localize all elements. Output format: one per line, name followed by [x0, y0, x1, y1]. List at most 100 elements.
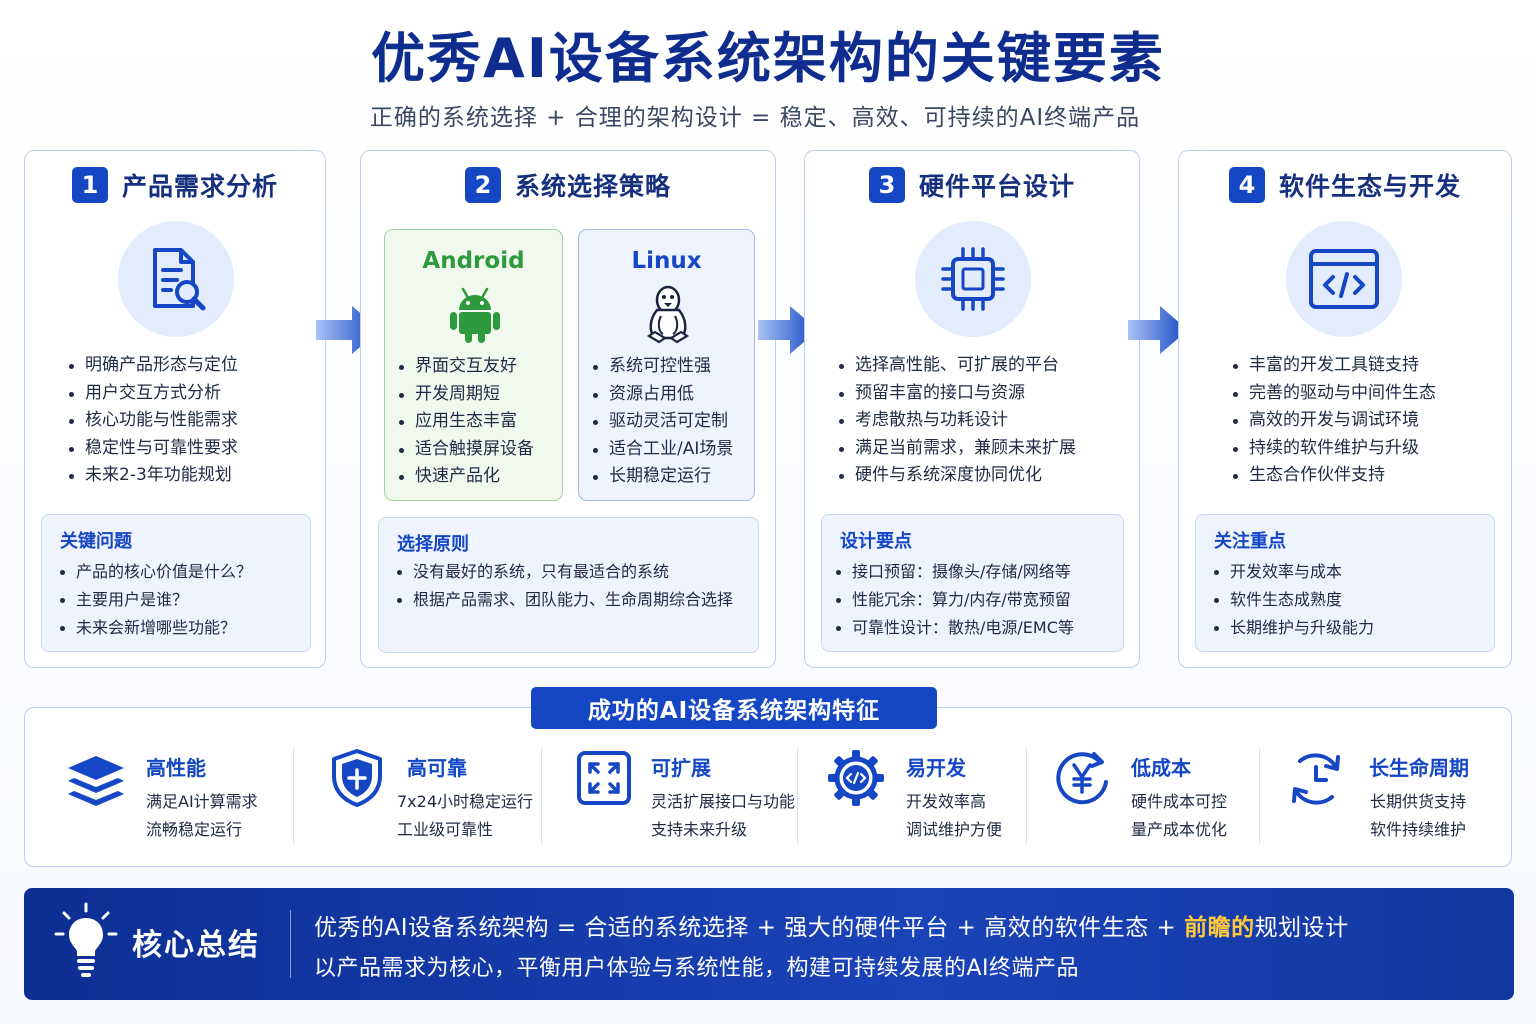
- focus-points-box: 关注重点 开发效率与成本 软件生态成熟度 长期维护与升级能力: [1195, 514, 1495, 652]
- list-item: 满足当前需求，兼顾未来扩展: [835, 435, 1076, 463]
- list-item: 预留丰富的接口与资源: [835, 380, 1076, 408]
- summary-text: 优秀的AI设备系统架构 = 合适的系统选择 + 强大的硬件平台 + 高效的软件生…: [314, 915, 1185, 941]
- list-item: 资源占用低: [589, 381, 733, 409]
- linux-penguin-icon: [641, 284, 695, 348]
- list-item: 开发效率与成本: [1210, 558, 1374, 586]
- feature-line: 满足AI计算需求: [146, 792, 258, 811]
- list-item: 选择高性能、可扩展的平台: [835, 352, 1076, 380]
- divider: [797, 748, 798, 844]
- subbox-list: 接口预留：摄像头/存储/网络等 性能冗余：算力/内存/带宽预留 可靠性设计：散热…: [832, 558, 1074, 642]
- summary-line-1: 优秀的AI设备系统架构 = 合适的系统选择 + 强大的硬件平台 + 高效的软件生…: [314, 908, 1349, 942]
- summary-text: 规划设计: [1254, 915, 1349, 941]
- list-item: 用户交互方式分析: [65, 380, 238, 408]
- list-item: 可靠性设计：散热/电源/EMC等: [832, 614, 1074, 642]
- list-item: 开发周期短: [395, 381, 534, 409]
- list-item: 接口预留：摄像头/存储/网络等: [832, 558, 1074, 586]
- list-item: 未来2-3年功能规划: [65, 462, 238, 490]
- expand-icon: [576, 750, 632, 810]
- page-subtitle: 正确的系统选择 + 合理的架构设计 = 稳定、高效、可持续的AI终端产品: [369, 105, 1141, 131]
- subbox-list: 开发效率与成本 软件生态成熟度 长期维护与升级能力: [1210, 558, 1374, 642]
- subbox-title: 关注重点: [1214, 531, 1286, 552]
- layers-icon: [64, 752, 128, 812]
- list-item: 未来会新增哪些功能？: [56, 614, 252, 642]
- card-bullet-list: 明确产品形态与定位 用户交互方式分析 核心功能与性能需求 稳定性与可靠性要求 未…: [65, 352, 238, 490]
- feature-line: 硬件成本可控: [1131, 792, 1228, 811]
- list-item: 性能冗余：算力/内存/带宽预留: [832, 586, 1074, 614]
- list-item: 系统可控性强: [589, 353, 733, 381]
- card-header: 4 软件生态与开发: [1179, 167, 1511, 203]
- list-item: 明确产品形态与定位: [65, 352, 238, 380]
- divider: [1259, 748, 1260, 844]
- card-software-ecosystem: 4 软件生态与开发 丰富的开发工具链支持 完善的驱动与中间件生态 高效的开发与调…: [1178, 150, 1512, 668]
- card-title: 硬件平台设计: [918, 172, 1075, 201]
- feature-line: 工业级可靠性: [397, 820, 494, 839]
- page-title: 优秀AI设备系统架构的关键要素: [371, 27, 1165, 90]
- gear-code-icon: [826, 748, 886, 812]
- feature-title: 低成本: [1131, 756, 1191, 780]
- design-points-box: 设计要点 接口预留：摄像头/存储/网络等 性能冗余：算力/内存/带宽预留 可靠性…: [821, 514, 1124, 652]
- card-bullet-list: 选择高性能、可扩展的平台 预留丰富的接口与资源 考虑散热与功耗设计 满足当前需求…: [835, 352, 1076, 490]
- feature-title: 高性能: [146, 756, 206, 780]
- summary-line-2: 以产品需求为核心，平衡用户体验与系统性能，构建可持续发展的AI终端产品: [314, 956, 1080, 981]
- flow-arrow-icon: [1128, 306, 1188, 358]
- list-item: 长期稳定运行: [589, 463, 733, 491]
- summary-highlight: 前瞻的: [1184, 915, 1255, 941]
- divider: [1026, 748, 1027, 844]
- linux-panel: Linux 系统可控性强 资源占用低 驱动灵活可定制 适合工业/AI场景 长期稳…: [578, 229, 755, 501]
- list-item: 考虑散热与功耗设计: [835, 407, 1076, 435]
- card-system-selection: 2 系统选择策略 Android 界面交互友好 开发周期短 应用生态丰富 适合触…: [360, 150, 776, 668]
- feature-title: 易开发: [906, 756, 966, 780]
- list-item: 稳定性与可靠性要求: [65, 435, 238, 463]
- list-item: 应用生态丰富: [395, 408, 534, 436]
- subbox-title: 设计要点: [840, 531, 912, 552]
- feature-line: 灵活扩展接口与功能: [651, 792, 796, 811]
- card-title: 系统选择策略: [514, 172, 671, 201]
- list-item: 丰富的开发工具链支持: [1229, 352, 1436, 380]
- yen-cycle-icon: [1052, 748, 1112, 812]
- list-item: 长期维护与升级能力: [1210, 614, 1374, 642]
- list-item: 根据产品需求、团队能力、生命周期综合选择: [393, 586, 733, 614]
- summary-label: 核心总结: [132, 928, 260, 963]
- subbox-list: 产品的核心价值是什么？ 主要用户是谁？ 未来会新增哪些功能？: [56, 558, 252, 642]
- step-number: 2: [464, 167, 501, 203]
- list-item: 适合工业/AI场景: [589, 436, 733, 464]
- step-number: 4: [1228, 167, 1265, 203]
- feature-line: 长期供货支持: [1370, 792, 1467, 811]
- list-item: 没有最好的系统，只有最适合的系统: [393, 558, 733, 586]
- list-item: 产品的核心价值是什么？: [56, 558, 252, 586]
- list-item: 驱动灵活可定制: [589, 408, 733, 436]
- feature-line: 7x24小时稳定运行: [397, 792, 534, 811]
- android-icon: [449, 286, 501, 348]
- feature-title: 高可靠: [407, 756, 467, 780]
- card-header: 2 系统选择策略: [361, 167, 775, 203]
- card-header: 1 产品需求分析: [25, 167, 325, 203]
- chip-icon: [915, 221, 1031, 337]
- card-header: 3 硬件平台设计: [805, 167, 1139, 203]
- divider: [293, 748, 294, 844]
- list-item: 软件生态成熟度: [1210, 586, 1374, 614]
- feature-line: 软件持续维护: [1370, 820, 1467, 839]
- list-item: 快速产品化: [395, 463, 534, 491]
- lightbulb-icon: [54, 902, 118, 986]
- subbox-list: 没有最好的系统，只有最适合的系统 根据产品需求、团队能力、生命周期综合选择: [393, 558, 733, 614]
- card-title: 产品需求分析: [121, 172, 278, 201]
- list-item: 生态合作伙伴支持: [1229, 462, 1436, 490]
- linux-bullet-list: 系统可控性强 资源占用低 驱动灵活可定制 适合工业/AI场景 长期稳定运行: [589, 353, 733, 491]
- selection-principles-box: 选择原则 没有最好的系统，只有最适合的系统 根据产品需求、团队能力、生命周期综合…: [378, 517, 759, 653]
- step-number: 1: [71, 167, 108, 203]
- shield-icon: [330, 748, 384, 812]
- card-bullet-list: 丰富的开发工具链支持 完善的驱动与中间件生态 高效的开发与调试环境 持续的软件维…: [1229, 352, 1436, 490]
- divider: [290, 910, 291, 978]
- features-panel: [24, 707, 1512, 867]
- step-number: 3: [868, 167, 905, 203]
- linux-title: Linux: [631, 248, 702, 274]
- list-item: 硬件与系统深度协同优化: [835, 462, 1076, 490]
- flow-arrow-icon: [758, 306, 818, 358]
- feature-line: 开发效率高: [906, 792, 987, 811]
- card-hardware-platform: 3 硬件平台设计 选择高性能、可扩展的平台 预留丰富的接口与资源 考虑散热与功耗…: [804, 150, 1140, 668]
- document-search-icon: [118, 221, 234, 337]
- list-item: 界面交互友好: [395, 353, 534, 381]
- list-item: 高效的开发与调试环境: [1229, 407, 1436, 435]
- list-item: 主要用户是谁？: [56, 586, 252, 614]
- feature-line: 量产成本优化: [1131, 820, 1228, 839]
